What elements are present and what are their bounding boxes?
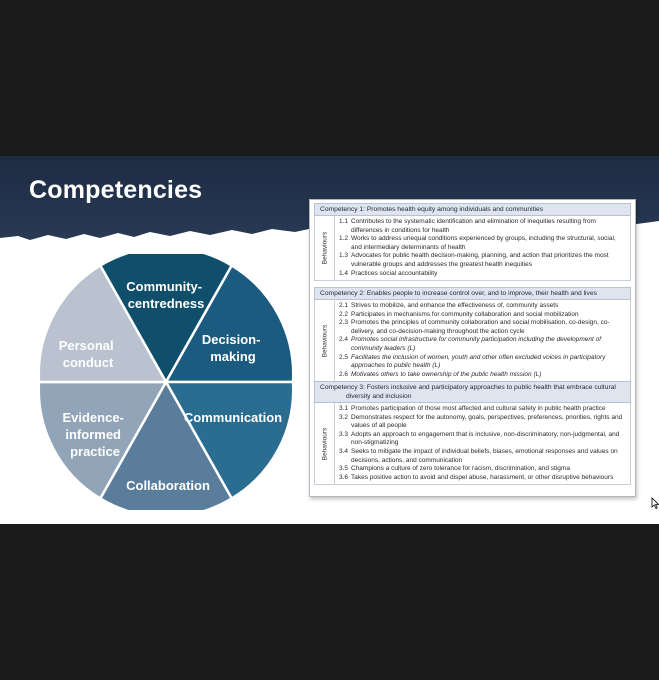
competency-block-3: Competency 3: Fosters inclusive and part…: [314, 381, 631, 486]
presentation-slide: Competencies Community- centredness Deci…: [0, 156, 659, 524]
wheel-label-evidence-informed-practice: Evidence- informed practice: [62, 410, 127, 459]
wheel-label-personal-conduct: Personal conduct: [59, 338, 118, 370]
wheel-segment-evidence-informed-practice: [37, 380, 169, 501]
behaviours-label-cell: Behaviours: [315, 403, 335, 485]
wheel-label-collaboration: Collaboration: [126, 478, 210, 493]
slide-title: Competencies: [29, 176, 203, 204]
wheel-label-decision-making: Decision- making: [202, 332, 264, 364]
wheel-label-communication: Communication: [184, 410, 282, 425]
wheel-label-community-centredness: Community- centredness: [126, 279, 205, 311]
mouse-cursor-icon: [651, 497, 659, 509]
competency-block-2: Competency 2: Enables people to increase…: [314, 287, 631, 383]
competency-wheel: Community- centredness Decision- making …: [37, 245, 295, 519]
competency-block-1: Competency 1: Promotes health equity amo…: [314, 203, 631, 282]
wheel-segment-communication: [163, 380, 295, 501]
competency-table: Competency 1: Promotes health equity amo…: [309, 199, 636, 497]
wheel-segment-decision-making: [163, 263, 295, 384]
wheel-segment-personal-conduct: [37, 263, 169, 384]
behaviours-label-cell: Behaviours: [315, 216, 335, 281]
competency-heading: Competency 3: Fosters inclusive and part…: [314, 381, 631, 403]
competency-heading: Competency 2: Enables people to increase…: [314, 287, 631, 300]
behaviours-label-cell: Behaviours: [315, 300, 335, 382]
competency-heading: Competency 1: Promotes health equity amo…: [314, 203, 631, 216]
